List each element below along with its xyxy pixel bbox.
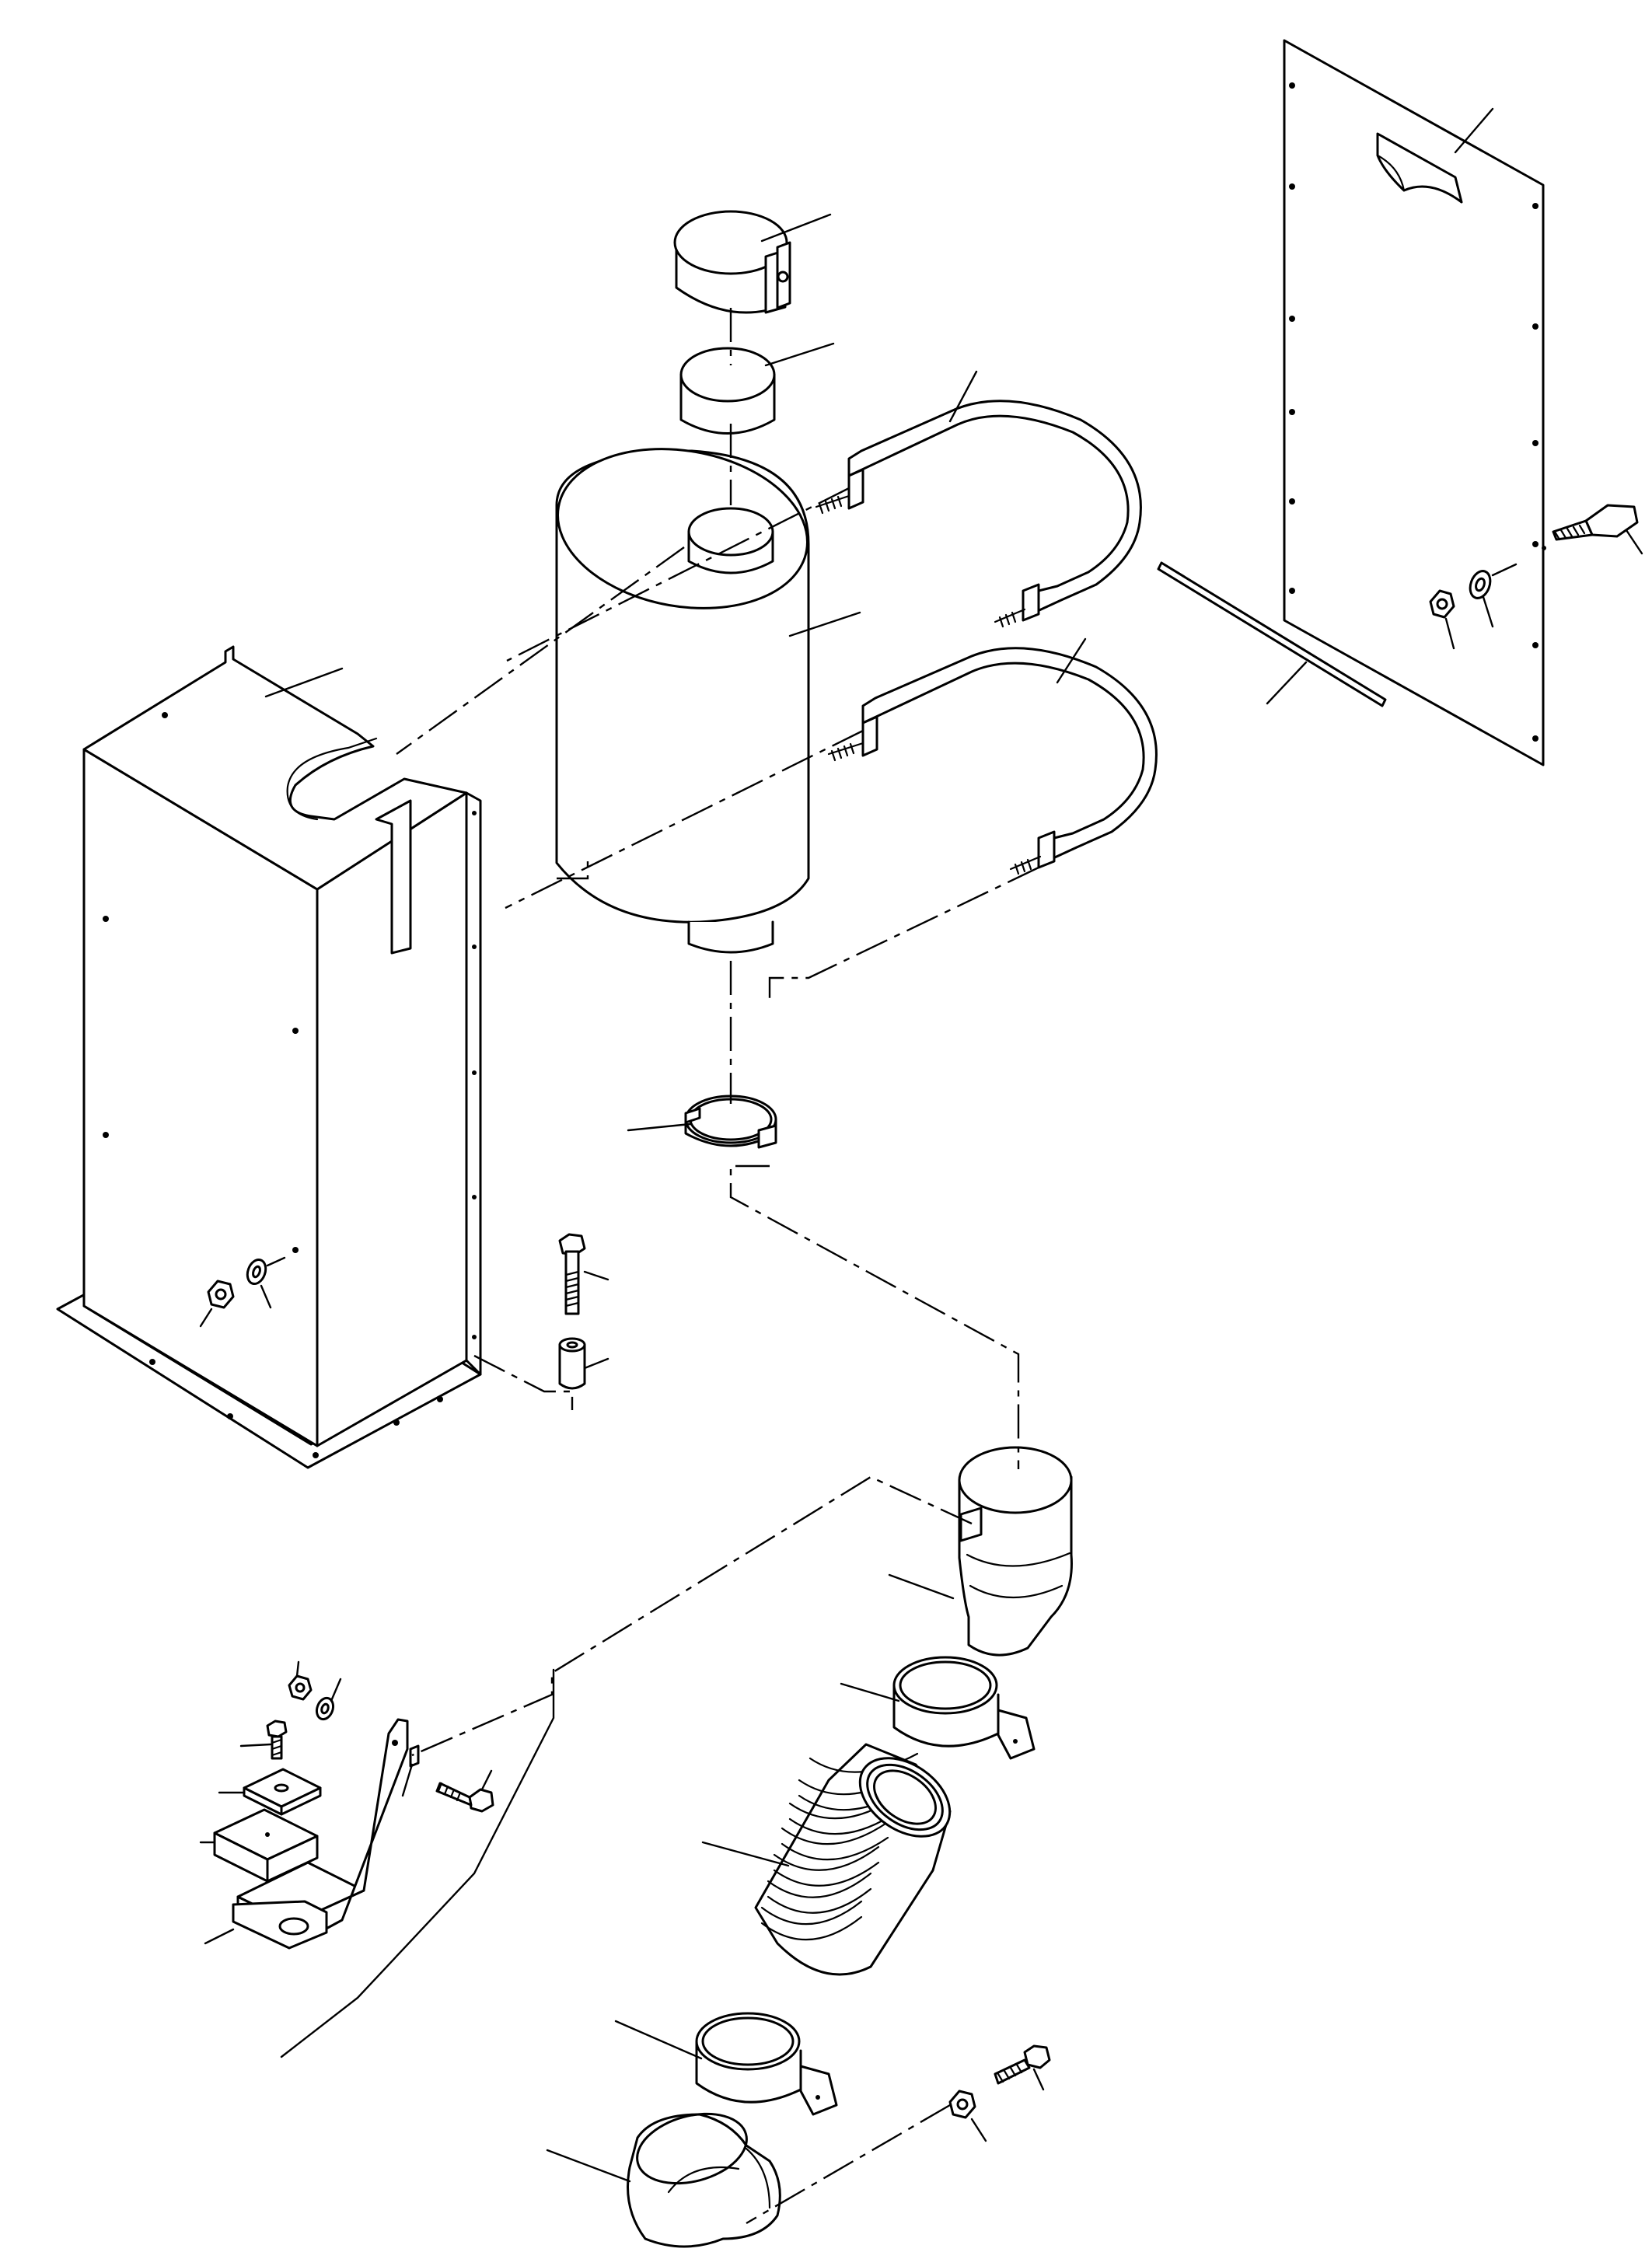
bracket-washer	[315, 1678, 342, 1721]
mounting-bracket	[204, 1718, 409, 1950]
upper-hose-clamp	[840, 1656, 1036, 1760]
upper-strap	[815, 370, 1142, 628]
assembly-centerlines	[280, 308, 1039, 2225]
access-panel	[1283, 39, 1545, 766]
panel-holes	[1289, 82, 1538, 742]
lower-strap	[827, 637, 1158, 875]
tail-elbow	[546, 2112, 781, 2248]
tail-bolt	[994, 2044, 1051, 2091]
housing-nut	[199, 1280, 235, 1328]
bracket-nut	[288, 1660, 313, 1701]
spacer-bolt	[558, 1233, 609, 1315]
bracket-pad-lower	[199, 1808, 319, 1883]
panel-washer	[1469, 563, 1518, 628]
bracket-pad-upper	[218, 1768, 322, 1816]
muffler-clamp	[627, 1095, 777, 1149]
lower-hose-clamp	[614, 2012, 838, 2116]
seal-strip	[1157, 561, 1387, 707]
housing-holes	[103, 712, 477, 1458]
bracket-small-bolt	[239, 1720, 288, 1760]
tail-nut	[948, 2090, 987, 2142]
exhaust-elbow	[888, 1446, 1073, 1657]
muffler	[555, 448, 861, 954]
bracket-side-bolt	[435, 1769, 494, 1813]
cap-sleeve	[679, 342, 835, 435]
bracket-side-washer	[401, 1744, 420, 1797]
flex-hose	[701, 1743, 952, 1976]
rain-cap	[673, 210, 832, 314]
housing-washer	[246, 1256, 286, 1309]
panel-bolt	[1542, 504, 1643, 555]
panel-nut	[1429, 589, 1455, 650]
housing	[56, 645, 482, 1469]
spacer-sleeve	[558, 1337, 609, 1390]
